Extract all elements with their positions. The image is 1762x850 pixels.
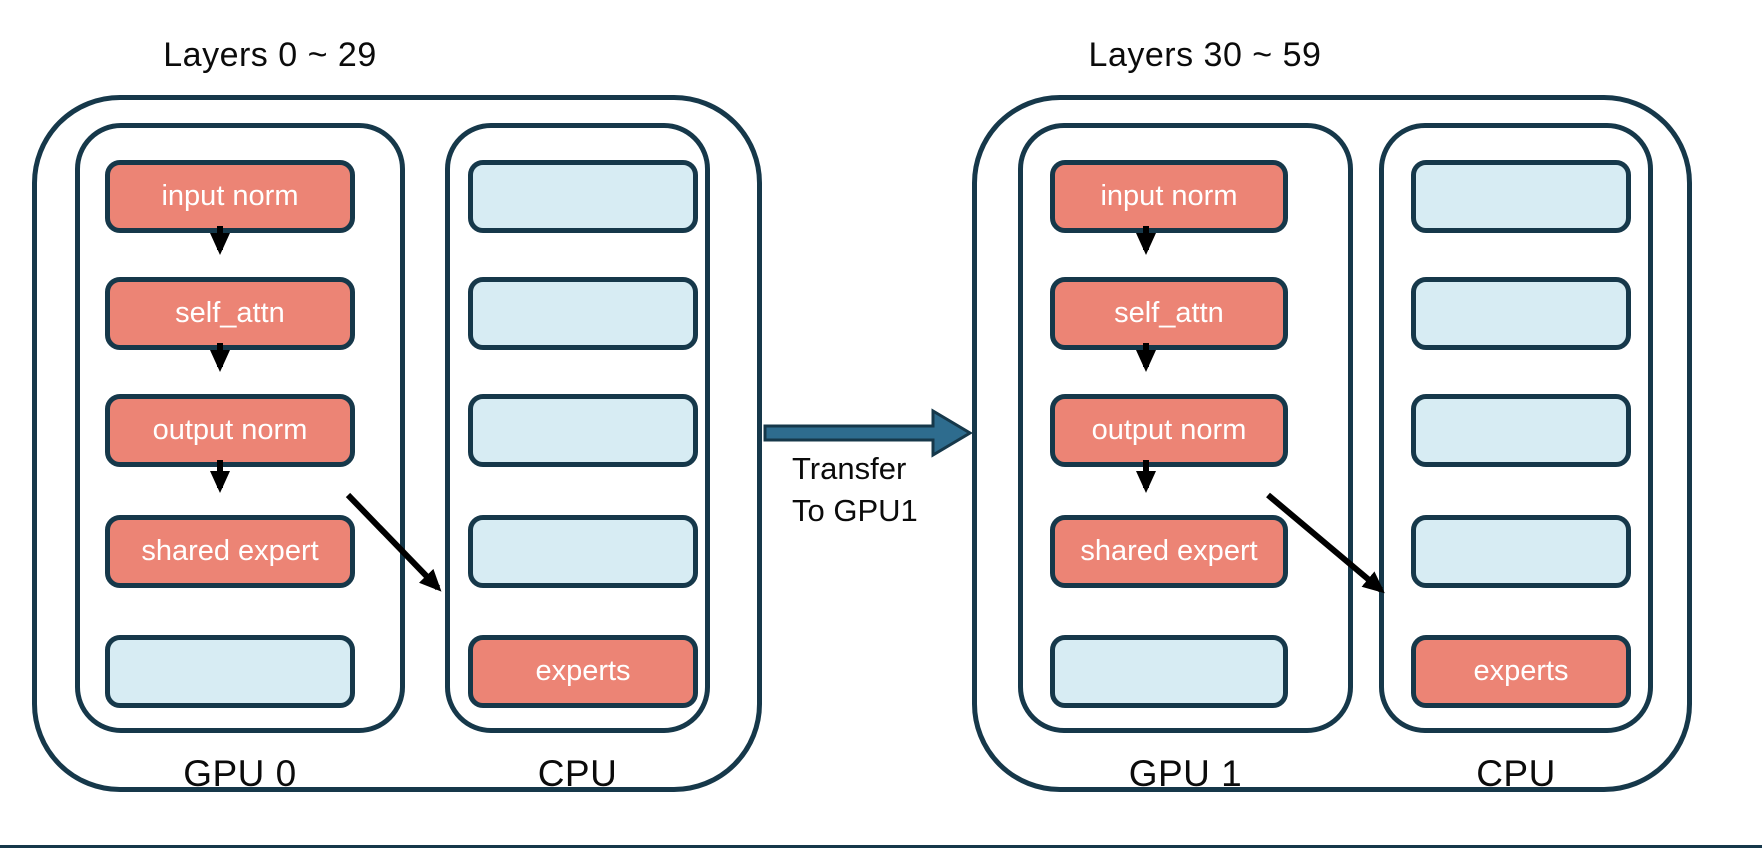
left-cpu-label: CPU [537, 753, 618, 794]
transfer-label-line2: To GPU1 [792, 493, 918, 528]
bottom-rule [0, 845, 1762, 848]
gpu0-box-output-norm-label: output norm [152, 414, 308, 446]
left-cpu-slot-2 [468, 277, 698, 350]
left-cpu-box-experts-label: experts [535, 655, 631, 687]
right-group-title: Layers 30 ~ 59 [1088, 36, 1322, 74]
gpu1-box-input-norm-label: input norm [1100, 180, 1238, 212]
left-cpu-slot-4 [468, 515, 698, 588]
gpu0-empty-slot [105, 635, 355, 708]
left-cpu-column: experts [445, 123, 710, 733]
gpu1-box-shared-expert: shared expert [1050, 515, 1288, 588]
gpu1-column: input norm self_attn output norm shared … [1018, 123, 1353, 733]
gpu0-box-self-attn: self_attn [105, 277, 355, 350]
gpu0-box-input-norm: input norm [105, 160, 355, 233]
gpu1-box-input-norm: input norm [1050, 160, 1288, 233]
right-cpu-slot-1 [1411, 160, 1631, 233]
gpu0-box-self-attn-label: self_attn [175, 297, 285, 329]
right-cpu-label: CPU [1476, 753, 1556, 794]
right-cpu-slot-3 [1411, 394, 1631, 467]
gpu0-box-input-norm-label: input norm [161, 180, 299, 212]
gpu1-box-output-norm: output norm [1050, 394, 1288, 467]
gpu1-box-output-norm-label: output norm [1091, 414, 1247, 446]
right-cpu-column: experts [1379, 123, 1653, 733]
left-cpu-slot-1 [468, 160, 698, 233]
left-cpu-box-experts: experts [468, 635, 698, 708]
right-cpu-slot-2 [1411, 277, 1631, 350]
left-cpu-slot-3 [468, 394, 698, 467]
gpu0-label: GPU 0 [183, 753, 297, 794]
right-cpu-box-experts-label: experts [1473, 655, 1569, 687]
transfer-label: Transfer To GPU1 [792, 448, 1012, 532]
gpu0-box-output-norm: output norm [105, 394, 355, 467]
gpu1-box-self-attn: self_attn [1050, 277, 1288, 350]
left-group-container: input norm self_attn output norm shared … [32, 95, 762, 794]
transfer-label-line1: Transfer [792, 451, 907, 486]
gpu1-label: GPU 1 [1128, 753, 1243, 794]
right-group-container: input norm self_attn output norm shared … [972, 95, 1692, 794]
gpu0-box-shared-expert-label: shared expert [141, 535, 319, 567]
gpu0-box-shared-expert: shared expert [105, 515, 355, 588]
gpu1-empty-slot [1050, 635, 1288, 708]
gpu1-box-shared-expert-label: shared expert [1080, 535, 1258, 567]
left-group-title: Layers 0 ~ 29 [163, 36, 377, 74]
right-cpu-box-experts: experts [1411, 635, 1631, 708]
right-cpu-slot-4 [1411, 515, 1631, 588]
gpu0-column: input norm self_attn output norm shared … [75, 123, 405, 733]
gpu1-box-self-attn-label: self_attn [1114, 297, 1224, 329]
